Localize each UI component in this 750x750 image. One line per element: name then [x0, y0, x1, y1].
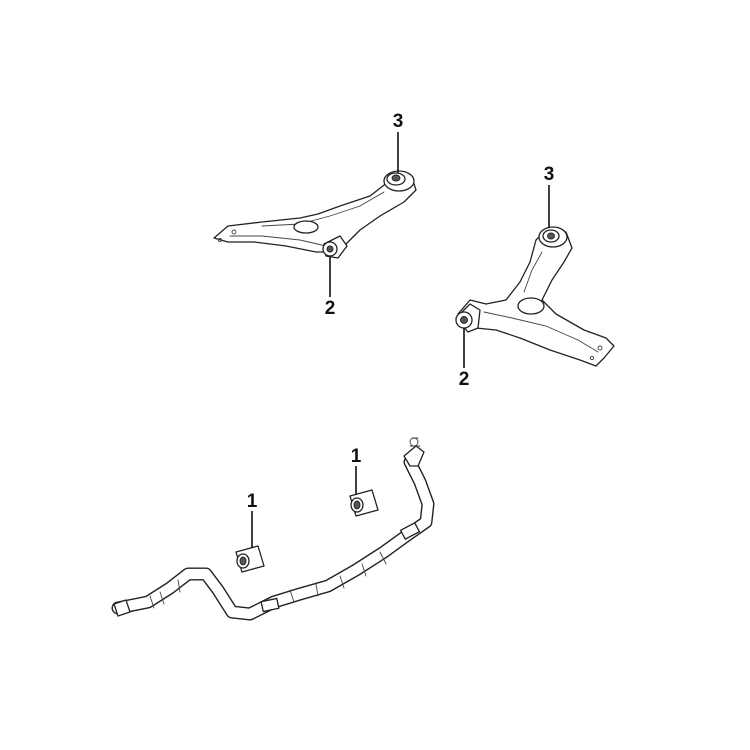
callout-3-left: 3: [392, 111, 404, 132]
callout-1-top: 1: [350, 446, 362, 467]
stabilizer-bushing-left: [235, 545, 265, 573]
left-control-arm: [213, 173, 417, 253]
callout-3-right: 3: [543, 164, 555, 185]
right-arm-rear-bushing: [538, 226, 568, 248]
right-control-arm: [457, 227, 615, 367]
stabilizer-bushing-right: [349, 489, 379, 517]
callout-2-right: 2: [458, 369, 470, 390]
callout-1-left: 1: [246, 491, 258, 512]
right-arm-front-bushing: [455, 303, 481, 333]
left-arm-rear-bushing: [383, 170, 415, 192]
left-arm-front-bushing: [322, 235, 348, 259]
stabilizer-bar: [111, 437, 435, 621]
callout-2-left: 2: [324, 298, 336, 319]
